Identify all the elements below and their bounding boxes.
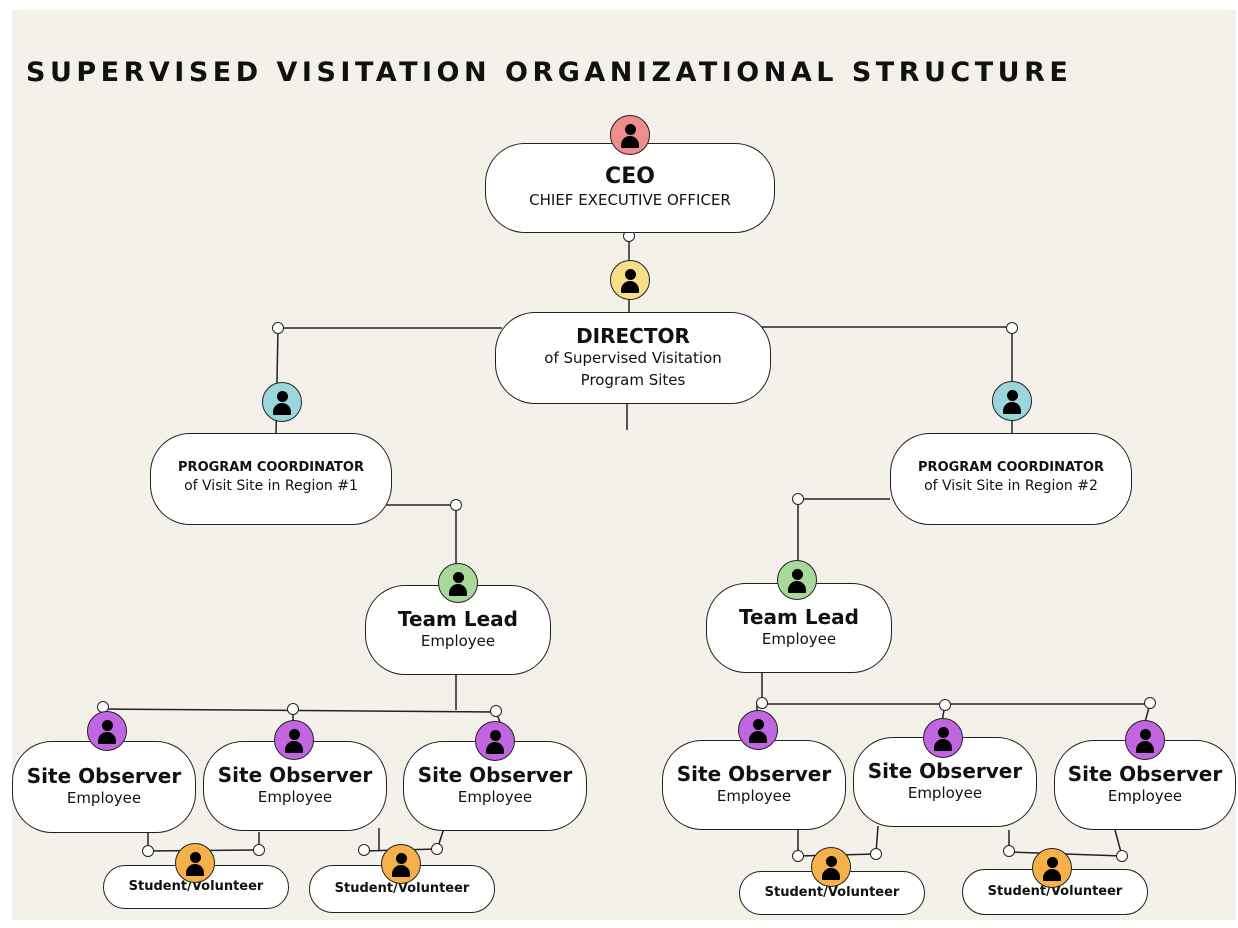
site-observer-avatar-icon <box>738 710 778 750</box>
connector-dot <box>287 703 299 715</box>
ceo-node[interactable]: CEO CHIEF EXECUTIVE OFFICER <box>485 143 775 233</box>
connector-dot <box>1144 697 1156 709</box>
ceo-subtitle: CHIEF EXECUTIVE OFFICER <box>529 190 731 209</box>
coordinator-1-subtitle: of Visit Site in Region #1 <box>184 478 358 495</box>
connector-dot <box>1006 322 1018 334</box>
site-observer-node[interactable]: Site Observer Employee <box>662 740 846 830</box>
connector-dot <box>1116 850 1128 862</box>
student-volunteer-avatar-icon <box>381 844 421 884</box>
director-heading: DIRECTOR <box>576 323 690 348</box>
site-observer-heading: Site Observer <box>1067 761 1223 786</box>
connector-dot <box>1003 845 1015 857</box>
coordinator-1-avatar-icon <box>262 382 302 422</box>
director-node[interactable]: DIRECTOR of Supervised Visitation Progra… <box>495 312 771 404</box>
coordinator-region-1-node[interactable]: PROGRAM COORDINATOR of Visit Site in Reg… <box>150 433 392 525</box>
connector-dot <box>792 850 804 862</box>
site-observer-avatar-icon <box>87 711 127 751</box>
coordinator-1-heading: PROGRAM COORDINATOR <box>178 460 364 476</box>
connector-dot <box>870 848 882 860</box>
site-observer-heading: Site Observer <box>417 762 573 787</box>
coordinator-2-subtitle: of Visit Site in Region #2 <box>924 478 1098 495</box>
site-observer-subtitle: Employee <box>66 788 142 807</box>
coordinator-region-2-node[interactable]: PROGRAM COORDINATOR of Visit Site in Reg… <box>890 433 1132 525</box>
student-volunteer-label: Student/Volunteer <box>987 883 1123 899</box>
connector-dot <box>490 705 502 717</box>
site-observer-avatar-icon <box>1125 720 1165 760</box>
student-volunteer-avatar-icon <box>811 847 851 887</box>
site-observer-heading: Site Observer <box>26 763 182 788</box>
student-volunteer-label: Student/Volunteer <box>334 880 470 896</box>
site-observer-avatar-icon <box>475 721 515 761</box>
connector-dot <box>939 699 951 711</box>
site-observer-avatar-icon <box>923 718 963 758</box>
connector-dot <box>431 843 443 855</box>
connector-dot <box>272 322 284 334</box>
org-chart-canvas: SUPERVISED VISITATION ORGANIZATIONAL STR… <box>12 10 1236 920</box>
director-subtitle-line1: of Supervised Visitation <box>544 348 722 367</box>
ceo-avatar-icon <box>610 115 650 155</box>
director-subtitle-line2: Program Sites <box>580 370 686 389</box>
student-volunteer-label: Student/Volunteer <box>764 884 900 900</box>
site-observer-heading: Site Observer <box>676 761 832 786</box>
site-observer-heading: Site Observer <box>867 758 1023 783</box>
site-observer-node[interactable]: Site Observer Employee <box>1054 740 1236 830</box>
site-observer-subtitle: Employee <box>257 787 333 806</box>
student-volunteer-avatar-icon <box>1032 848 1072 888</box>
chart-title: SUPERVISED VISITATION ORGANIZATIONAL STR… <box>26 57 1073 88</box>
connector-dot <box>253 844 265 856</box>
connector-dot <box>792 493 804 505</box>
connector-dot <box>142 845 154 857</box>
connector-dot <box>450 499 462 511</box>
connector-dot <box>756 697 768 709</box>
director-avatar-icon <box>610 260 650 300</box>
student-volunteer-node[interactable]: Student/Volunteer <box>103 865 289 909</box>
coordinator-2-heading: PROGRAM COORDINATOR <box>918 460 1104 476</box>
site-observer-avatar-icon <box>274 720 314 760</box>
site-observer-subtitle: Employee <box>457 787 533 806</box>
team-lead-2-avatar-icon <box>777 560 817 600</box>
coordinator-2-avatar-icon <box>992 381 1032 421</box>
student-volunteer-label: Student/Volunteer <box>128 878 264 894</box>
connector-dot <box>358 844 370 856</box>
team-lead-1-heading: Team Lead <box>398 606 518 631</box>
team-lead-2-subtitle: Employee <box>761 629 837 648</box>
ceo-heading: CEO <box>605 164 655 190</box>
team-lead-2-heading: Team Lead <box>739 604 859 629</box>
site-observer-subtitle: Employee <box>716 786 792 805</box>
site-observer-node[interactable]: Site Observer Employee <box>12 741 196 833</box>
site-observer-subtitle: Employee <box>907 783 983 802</box>
team-lead-1-avatar-icon <box>438 563 478 603</box>
site-observer-node[interactable]: Site Observer Employee <box>403 741 587 831</box>
student-volunteer-avatar-icon <box>175 843 215 883</box>
site-observer-subtitle: Employee <box>1107 786 1183 805</box>
team-lead-1-subtitle: Employee <box>420 631 496 650</box>
site-observer-heading: Site Observer <box>217 762 373 787</box>
student-volunteer-node[interactable]: Student/Volunteer <box>739 871 925 915</box>
